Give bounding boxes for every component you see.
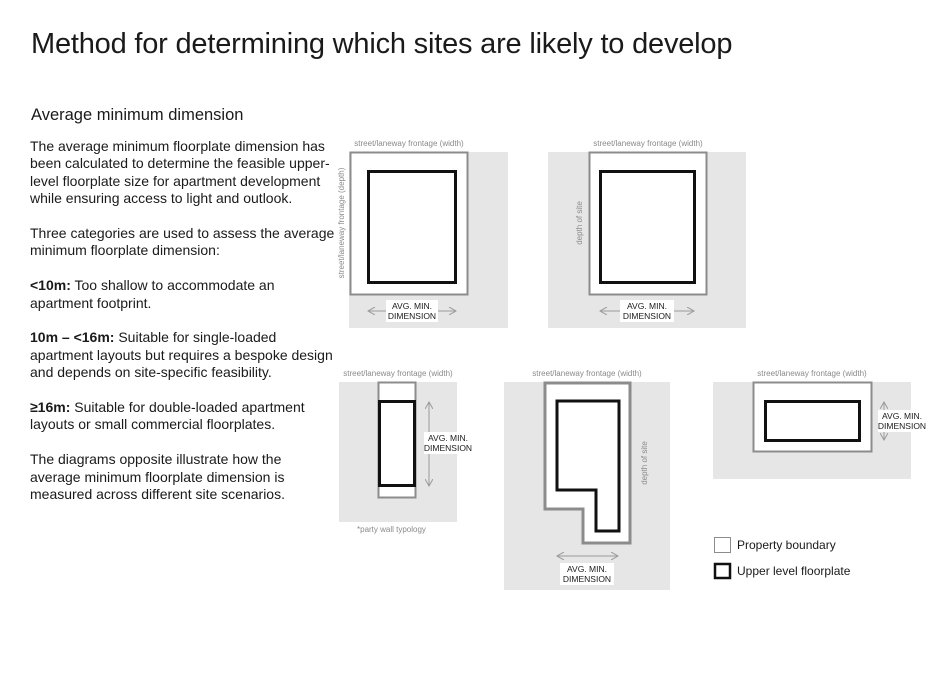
dimension-label-line2: DIMENSION: [623, 311, 671, 321]
frontage-label: street/laneway frontage (width): [757, 369, 867, 378]
depth-of-site-label: depth of site: [640, 441, 649, 485]
diagram-l-shaped-site: street/laneway frontage (width) depth of…: [504, 369, 670, 590]
category-under-10m: <10m: Too shallow to accommodate an apar…: [30, 277, 335, 312]
property-boundary-swatch: [714, 537, 731, 553]
dimension-label-bg: [560, 563, 614, 585]
diagram-party-wall-site: street/laneway frontage (width) AVG. MIN…: [339, 369, 472, 534]
intro-paragraph: The average minimum floorplate dimension…: [30, 138, 330, 207]
dimension-label-line2: DIMENSION: [878, 421, 926, 431]
depth-of-site-label: depth of site: [575, 201, 584, 245]
frontage-depth-label: street/laneway frontage (depth): [337, 167, 346, 278]
dimension-label-bg: [620, 300, 674, 322]
category-text: Suitable for double-loaded apartment lay…: [30, 399, 305, 433]
upper-floorplate-legend-label: Upper level floorplate: [737, 564, 851, 578]
category-label: 10m – <16m:: [30, 329, 115, 346]
category-text: Too shallow to accommodate an apartment …: [30, 277, 275, 311]
dimension-label-line1: AVG. MIN.: [567, 564, 607, 574]
upper-floorplate: [599, 170, 696, 284]
party-wall-note: *party wall typology: [357, 525, 426, 534]
property-boundary-legend-label: Property boundary: [737, 538, 836, 552]
upper-floorplate: [555, 399, 621, 533]
diagram-wide-shallow-site: street/laneway frontage (width) AVG. MIN…: [713, 369, 928, 479]
category-16m-plus: ≥16m: Suitable for double-loaded apartme…: [30, 399, 335, 434]
dimension-label-line1: AVG. MIN.: [627, 301, 667, 311]
categories-intro: Three categories are used to assess the …: [30, 225, 335, 259]
section-subtitle: Average minimum dimension: [31, 106, 244, 124]
dimension-label-line2: DIMENSION: [424, 443, 472, 453]
frontage-label: street/laneway frontage (width): [532, 369, 642, 378]
upper-floorplate: [367, 170, 457, 284]
upper-floorplate-swatch: [713, 562, 732, 580]
dimension-label-line2: DIMENSION: [388, 311, 436, 321]
category-label: ≥16m:: [30, 399, 71, 416]
legend: Property boundary Upper level floorplate: [713, 537, 851, 580]
category-text: Suitable for single-loaded apartment lay…: [30, 329, 333, 381]
frontage-label: street/laneway frontage (width): [593, 139, 703, 148]
category-10-to-16m: 10m – <16m: Suitable for single-loaded a…: [30, 329, 335, 381]
dimension-label-line1: AVG. MIN.: [392, 301, 432, 311]
dimension-label-line1: AVG. MIN.: [882, 411, 922, 421]
upper-floorplate: [378, 400, 416, 487]
dimension-label-bg: [424, 432, 472, 454]
dimension-label-line1: AVG. MIN.: [428, 433, 468, 443]
dimension-label-bg: [386, 300, 438, 322]
dimension-label-bg: [878, 410, 928, 432]
diagram-explanation: The diagrams opposite illustrate how the…: [30, 451, 285, 503]
diagram-corner-site: street/laneway frontage (width) street/l…: [337, 139, 508, 328]
frontage-label: street/laneway frontage (width): [343, 369, 453, 378]
dimension-label-line2: DIMENSION: [563, 574, 611, 584]
category-label: <10m:: [30, 277, 71, 294]
upper-floorplate: [764, 400, 861, 442]
diagram-standard-site: street/laneway frontage (width) depth of…: [548, 139, 746, 328]
frontage-label: street/laneway frontage (width): [354, 139, 464, 148]
description-text: The average minimum floorplate dimension…: [30, 138, 335, 521]
page-title: Method for determining which sites are l…: [31, 28, 733, 60]
